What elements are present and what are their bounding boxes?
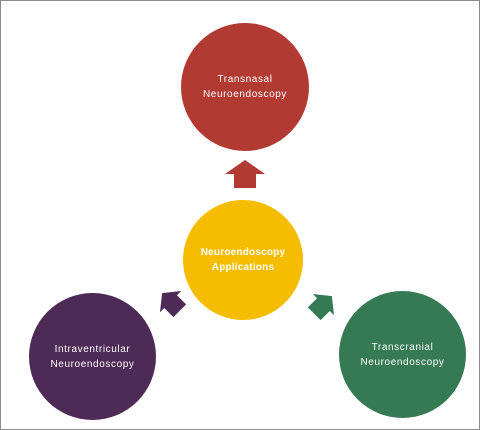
transnasal-node: Transnasal Neuroendoscopy xyxy=(181,23,309,151)
intraventricular-node: Intraventricular Neuroendoscopy xyxy=(29,293,156,420)
applications-center-node: Neuroendoscopy Applications xyxy=(183,200,303,320)
intraventricular-label: Intraventricular Neuroendoscopy xyxy=(50,343,135,370)
arrow-to-intraventricular xyxy=(159,290,187,318)
transcranial-label: Transcranial Neuroendoscopy xyxy=(360,341,445,368)
transcranial-node: Transcranial Neuroendoscopy xyxy=(339,291,466,418)
arrow-to-transcranial xyxy=(307,293,335,321)
arrow-to-transnasal xyxy=(225,160,265,188)
transnasal-label: Transnasal Neuroendoscopy xyxy=(202,74,287,100)
applications-label: Neuroendoscopy Applications xyxy=(200,247,286,273)
